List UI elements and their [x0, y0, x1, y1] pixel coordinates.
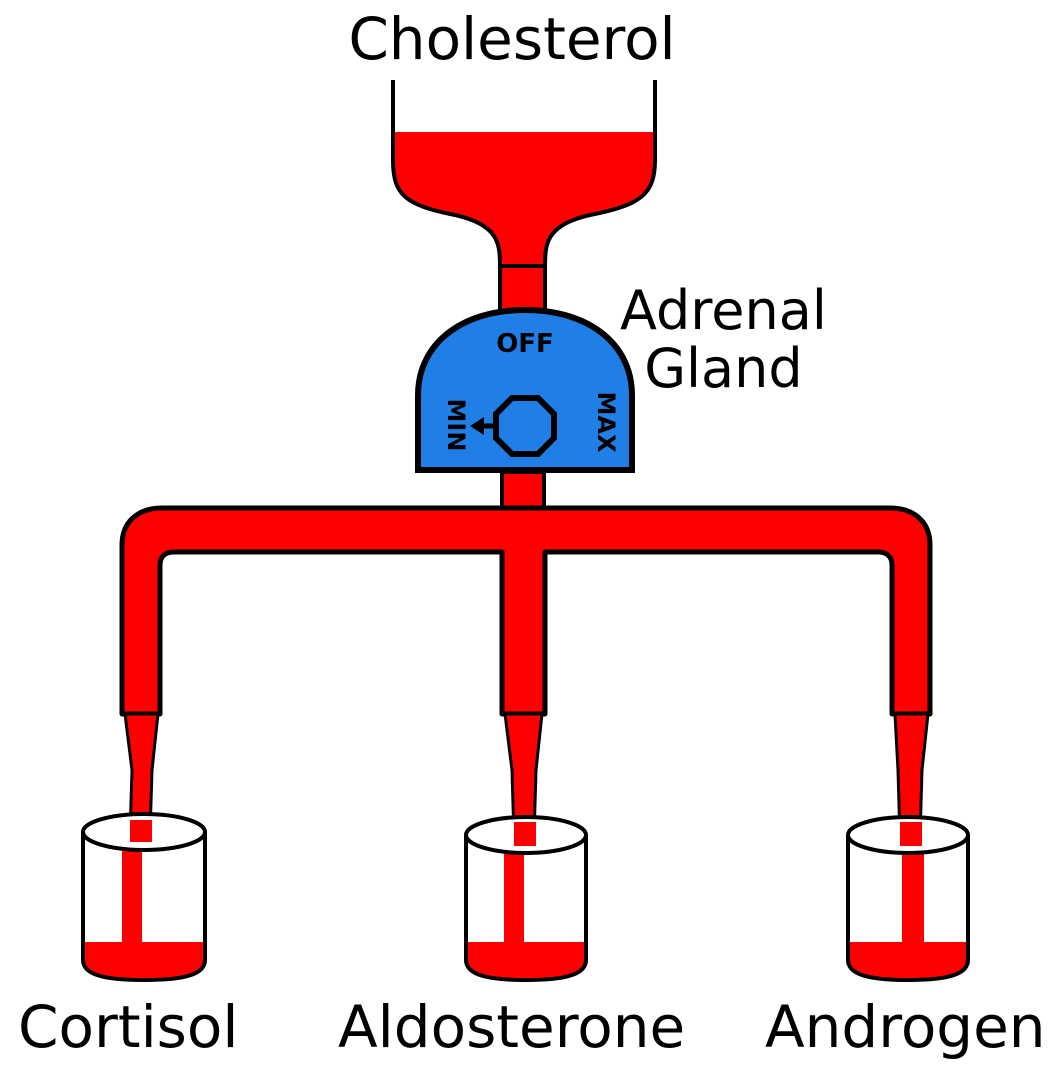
output-label-cortisol: Cortisol [18, 998, 239, 1056]
beaker-aldosterone [466, 817, 586, 980]
funnel-fluid [393, 132, 655, 268]
dial-knob [496, 398, 554, 454]
beaker-cortisol [83, 814, 205, 980]
funnel [393, 80, 655, 312]
distribution-pipe [122, 508, 930, 714]
dial-min-label: MIN [442, 399, 470, 452]
output-label-androgen: Androgen [765, 998, 1046, 1056]
adrenal-gland-valve: OFF MIN MAX [418, 310, 632, 470]
dial-off-label: OFF [496, 329, 554, 359]
beaker-androgen [848, 817, 968, 980]
output-label-aldosterone: Aldosterone [338, 998, 685, 1056]
dial-max-label: MAX [592, 392, 620, 453]
pipe-outline-outer [122, 508, 930, 714]
funnel-neck [500, 266, 545, 312]
